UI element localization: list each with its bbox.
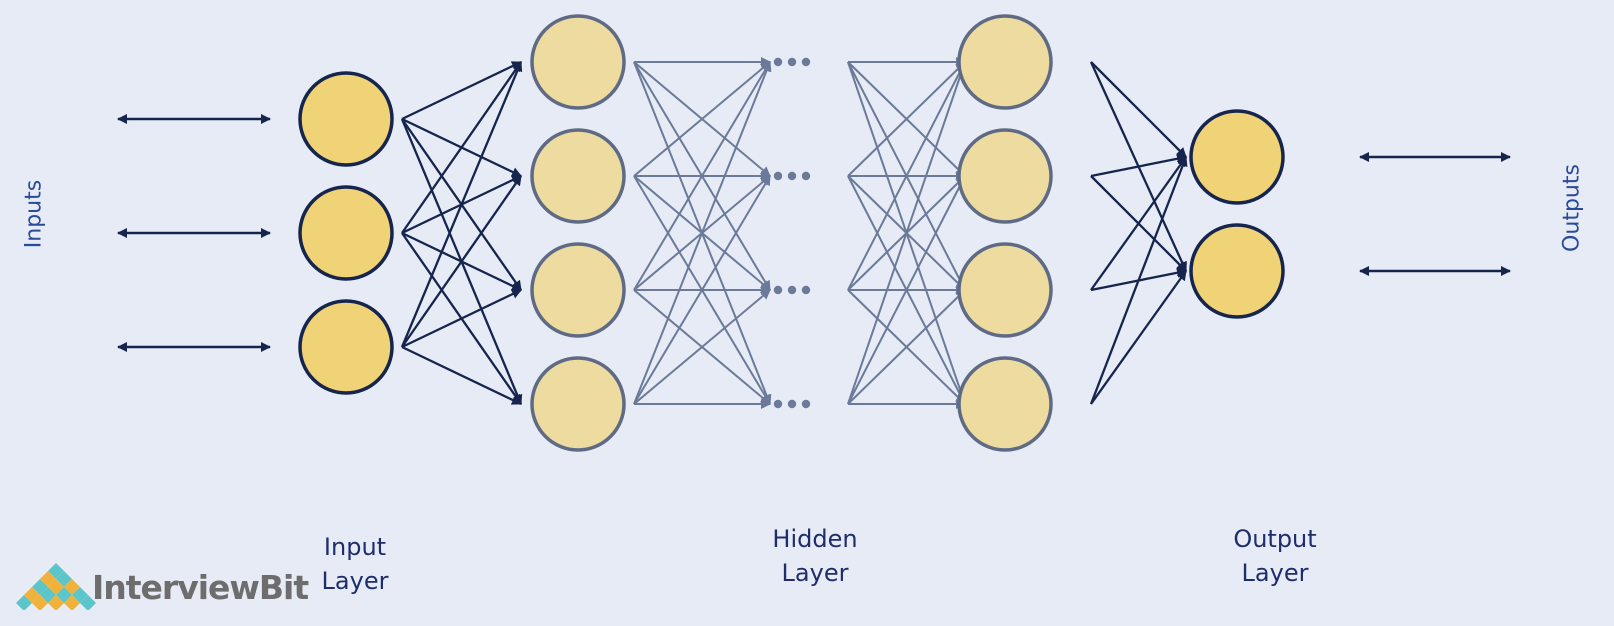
- ellipsis-dot: [787, 171, 797, 181]
- edge-hidden-output: [1090, 270, 1187, 405]
- edge-input-hidden: [401, 345, 522, 406]
- ellipsis-dot: [773, 57, 783, 67]
- output-node: [1189, 109, 1285, 205]
- edge-input-hidden: [401, 288, 522, 349]
- edge-hidden-output: [1090, 156, 1187, 291]
- ellipsis-dot: [773, 285, 783, 295]
- edge-hidden-output: [1090, 61, 1187, 158]
- edge-input-hidden: [401, 60, 522, 121]
- edge-hidden-dots: [633, 61, 771, 177]
- edge-dots-hidden: [847, 61, 966, 291]
- outputs-label: Outputs: [1559, 164, 1585, 252]
- output-layer-line1: Output: [1233, 525, 1317, 553]
- edge-dots-hidden: [847, 61, 966, 177]
- ellipsis-dot: [773, 171, 783, 181]
- edge-hidden-output: [1090, 153, 1187, 178]
- hidden-node: [957, 356, 1053, 452]
- edge-input-hidden: [401, 61, 522, 234]
- output-layer-label: Output Layer: [1215, 522, 1335, 590]
- edge-hidden-dots: [633, 61, 772, 405]
- ellipsis-dot: [773, 399, 783, 409]
- ellipsis-dot: [801, 285, 811, 295]
- ellipsis-dot: [787, 399, 797, 409]
- hidden-node: [957, 14, 1053, 110]
- edge-dots-hidden: [847, 175, 966, 405]
- edge-input-hidden: [400, 61, 523, 348]
- input-node: [298, 185, 394, 281]
- input-layer-line2: Layer: [321, 567, 389, 595]
- hidden-layer-label: Hidden Layer: [755, 522, 875, 590]
- edge-hidden-dots: [633, 289, 771, 405]
- input-layer-line1: Input: [323, 533, 387, 561]
- hidden-node: [530, 242, 626, 338]
- ellipsis-dot: [787, 57, 797, 67]
- output-node: [1189, 223, 1285, 319]
- io-arrows: [117, 114, 1511, 352]
- hidden-node: [530, 14, 626, 110]
- edge-input-hidden: [401, 175, 522, 348]
- ellipsis-dot: [801, 171, 811, 181]
- hidden-edges: [633, 57, 967, 409]
- dark-edges: [400, 60, 1188, 406]
- hidden-layer-line1: Hidden: [772, 525, 858, 553]
- input-layer-label: Input Layer: [305, 530, 405, 598]
- hidden-layer-line2: Layer: [781, 559, 849, 587]
- hidden-node: [957, 128, 1053, 224]
- input-node: [298, 299, 394, 395]
- hidden-node: [530, 128, 626, 224]
- interviewbit-logo-text: InterviewBit: [92, 568, 309, 607]
- edge-dots-hidden: [847, 61, 967, 405]
- ellipsis-dot: [801, 57, 811, 67]
- hidden-node: [957, 242, 1053, 338]
- ellipsis-dots: [773, 57, 811, 409]
- input-node: [298, 71, 394, 167]
- ellipsis-dot: [801, 399, 811, 409]
- ellipsis-dot: [787, 285, 797, 295]
- edge-hidden-dots: [633, 61, 771, 291]
- edge-dots-hidden: [847, 289, 966, 405]
- hidden-node: [530, 356, 626, 452]
- inputs-label: Inputs: [21, 179, 47, 249]
- edge-hidden-dots: [633, 175, 771, 405]
- output-layer-line2: Layer: [1241, 559, 1309, 587]
- nodes: [298, 14, 1285, 452]
- interviewbit-logo-icon: [16, 563, 96, 610]
- edge-hidden-output: [1089, 156, 1188, 405]
